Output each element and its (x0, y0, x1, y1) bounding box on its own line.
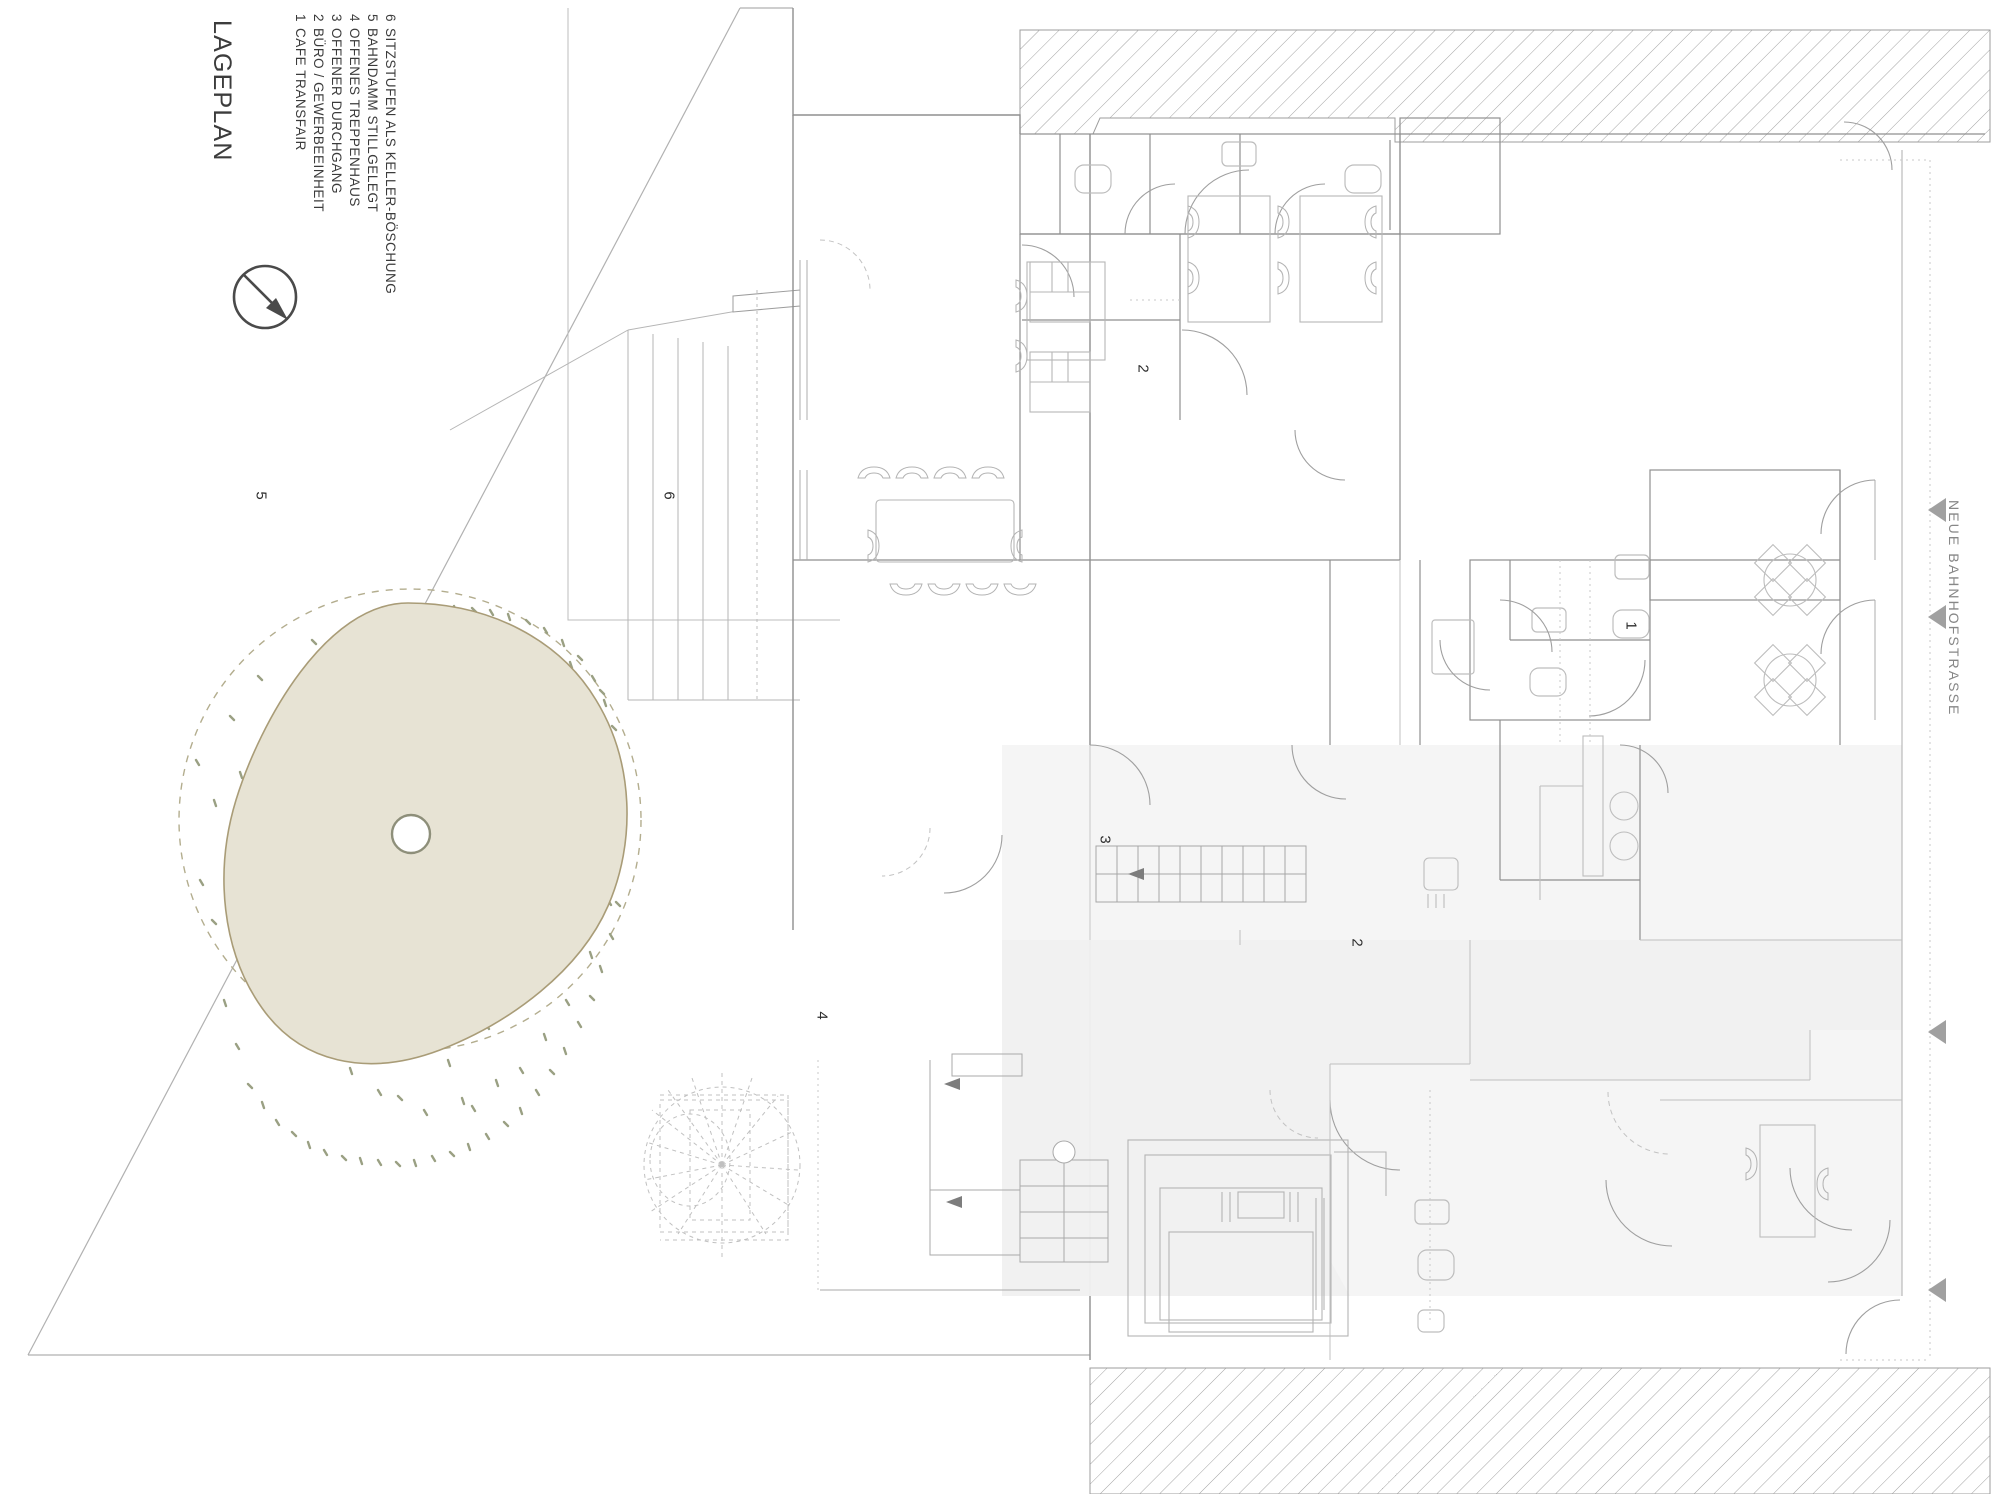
door-swings-dashed (819, 239, 1671, 1155)
legend-label: SITZSTUFEN ALS KELLER-BÖSCHUNG (383, 28, 398, 295)
open-passage-fill (1002, 745, 1902, 1296)
office-furniture-top (1015, 195, 1383, 413)
legend-item-4: 4OFFENES TREPPENHAUS (347, 14, 362, 207)
legend-number: 3 (329, 14, 344, 23)
misc-detail-lines (1239, 560, 1902, 1360)
sanitary-fixtures (1074, 141, 1650, 1333)
internal-staircase (1095, 845, 1307, 903)
room-number-1-cafe: 1 (1622, 621, 1640, 630)
legend-number: 4 (347, 14, 362, 23)
legend-label: BAHNDAMM STILLGELEGT (365, 28, 380, 213)
legend-label: OFFENER DURCHGANG (329, 28, 344, 195)
legend-item-6: 6SITZSTUFEN ALS KELLER-BÖSCHUNG (383, 14, 398, 294)
neighbour-building-south (1089, 1367, 1991, 1494)
room-number-4-stair: 4 (813, 1011, 831, 1020)
page-title: LAGEPLAN (208, 20, 236, 162)
tree-trunk (390, 813, 432, 855)
legend-number: 1 (293, 14, 308, 23)
elevator (1127, 1139, 1387, 1337)
legend: 1CAFE TRANSFAIR 2BÜRO / GEWERBEEINHEIT 3… (293, 14, 720, 414)
room-number-2-lower: 2 (1348, 938, 1366, 947)
neighbour-building-north (1019, 29, 1991, 143)
office-furniture-lower (1745, 1124, 1829, 1238)
stair-landing-4 (820, 1053, 1109, 1291)
bar-counter (1423, 735, 1639, 908)
legend-number: 5 (365, 14, 380, 23)
entry-marker-icons (1928, 498, 1946, 1302)
legend-item-5: 5BAHNDAMM STILLGELEGT (365, 14, 380, 212)
open-staircase-4 (643, 1070, 801, 1260)
north-arrow-icon (232, 264, 298, 330)
legend-item-1: 1CAFE TRANSFAIR (293, 14, 308, 151)
room-number-2-upper: 2 (1134, 364, 1152, 373)
legend-number: 6 (383, 14, 398, 23)
room-number-5-embankment: 5 (252, 491, 270, 500)
misc-dotted-lines (817, 159, 1931, 1361)
tree-crown-dashed (178, 588, 642, 1052)
railway-embankment-edge (567, 8, 840, 621)
legend-label: OFFENES TREPPENHAUS (347, 28, 362, 207)
facade-windows (799, 150, 1903, 1296)
legend-item-2: 2BÜRO / GEWERBEEINHEIT (311, 14, 326, 212)
legend-label: CAFE TRANSFAIR (293, 28, 308, 151)
door-swings (943, 121, 1901, 1355)
room-number-6-steps: 6 (660, 491, 678, 500)
room-number-3-passage: 3 (1096, 835, 1114, 844)
street-label: NEUE BAHNHOFSTRASSE (1946, 500, 1962, 717)
legend-number: 2 (311, 14, 326, 23)
cafe-tables (1753, 543, 1827, 717)
legend-item-3: 3OFFENER DURCHGANG (329, 14, 344, 194)
meeting-table (857, 466, 1037, 596)
walls-upper (793, 117, 1985, 940)
legend-label: BÜRO / GEWERBEEINHEIT (311, 28, 326, 213)
